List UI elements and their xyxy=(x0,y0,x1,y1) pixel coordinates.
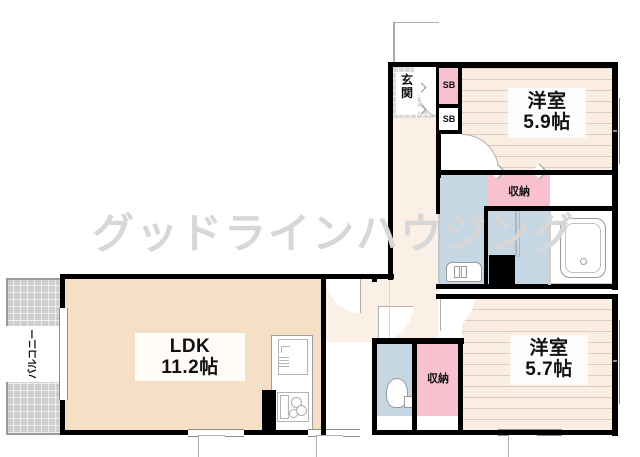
room-label-ldk: LDK 11.2帖 xyxy=(135,333,245,381)
utility-block xyxy=(489,255,515,285)
balcony-rail-bottom xyxy=(6,433,62,435)
fixture-toilet-bowl xyxy=(386,378,408,408)
genkan-char-2: 関 xyxy=(400,85,413,100)
entrance-door-leaf xyxy=(393,22,395,66)
wall-bedroom-south-top xyxy=(436,294,618,299)
kitchen-drainboard-line-2 xyxy=(279,360,289,361)
kitchen-faucet-spout xyxy=(281,346,290,347)
shoebox-upper-label: SB xyxy=(442,80,456,90)
room-label-genkan: 玄 関 xyxy=(396,72,418,114)
bedroom-south-size: 5.7帖 xyxy=(525,359,573,381)
wall-bathroom-right xyxy=(612,206,618,290)
wall-bedroom-south-right xyxy=(612,294,618,436)
genkan-char-1: 玄 xyxy=(400,73,413,87)
room-label-bedroom-south: 洋室 5.7帖 xyxy=(510,335,588,385)
kitchen-drainboard-line-1 xyxy=(279,357,289,358)
fixture-bathtub xyxy=(560,218,606,278)
bedroom-north-name: 洋室 xyxy=(527,91,567,112)
wall-hall-top-over-ldk xyxy=(326,274,394,279)
ldk-window-door-swing-right xyxy=(316,435,343,457)
kitchen-drainboard-line-3 xyxy=(279,363,289,364)
wall-washroom-bath-divider xyxy=(484,206,488,288)
storage-shoebox-lower xyxy=(438,108,460,130)
wall-bedroom-north-top xyxy=(458,62,618,68)
ldk-name: LDK xyxy=(169,336,211,357)
bathtub-inner-rim xyxy=(565,223,601,273)
entrance-door-swing xyxy=(394,22,439,67)
window-ldk-balcony xyxy=(59,308,68,400)
shoebox-wall-left xyxy=(436,64,439,134)
wall-bedroom-south-bottom xyxy=(372,430,618,435)
hall-sliding-track-left xyxy=(389,280,390,338)
window-bedroom-north-mullion xyxy=(613,130,617,132)
kitchen-drainboard-line-4 xyxy=(279,366,289,367)
storage-closet-north xyxy=(488,174,550,210)
shoebox-wall-mid xyxy=(436,104,462,108)
room-label-balcony: バルコニー xyxy=(2,326,66,382)
wall-hall-right-lower xyxy=(436,174,440,214)
wall-ldk-hall-divider xyxy=(321,274,326,435)
storage-shoebox-upper xyxy=(438,68,460,104)
washroom-left-edge xyxy=(438,212,440,284)
wall-bedroom-north-right xyxy=(612,62,618,210)
wall-genkan-top xyxy=(388,62,464,67)
shoebox-wall-right xyxy=(458,64,462,134)
ldk-size: 11.2帖 xyxy=(161,357,219,379)
wall-hall-left-upper xyxy=(388,62,393,280)
wall-hall-bottom xyxy=(372,338,464,344)
closet-north-label: 収納 xyxy=(508,186,530,198)
bedroom-south-balcony-door-swing xyxy=(508,434,537,457)
kitchen-column-block xyxy=(262,390,276,430)
wall-bedroom-north-bottom xyxy=(440,170,614,175)
bedroom-south-name: 洋室 xyxy=(529,338,569,359)
wall-unitbath-divider xyxy=(548,211,551,285)
storage-closet-south xyxy=(416,344,460,416)
wall-toilet-left xyxy=(372,340,377,432)
wall-bath-top xyxy=(484,206,616,211)
bath-partition-line-2 xyxy=(519,211,520,257)
wall-hall-right-upper xyxy=(436,130,441,178)
window-bedroom-south-mullion xyxy=(613,360,617,362)
ldk-window-door-swing-left xyxy=(198,435,225,457)
shoebox-wall-bottom xyxy=(436,130,462,134)
shoebox-lower-label: SB xyxy=(442,114,456,124)
bedroom-north-size: 5.9帖 xyxy=(523,112,571,134)
cooktop-burner-3 xyxy=(289,409,298,418)
bath-partition-line xyxy=(515,211,517,257)
balcony-rail-outer xyxy=(6,278,62,280)
room-label-bedroom-north: 洋室 5.9帖 xyxy=(508,88,586,138)
washbasin-faucet-icon xyxy=(454,266,460,278)
closet-south-label: 収納 xyxy=(427,373,449,385)
washbasin-tap-icon xyxy=(461,266,467,278)
wall-hall-stub-left xyxy=(372,274,377,282)
wall-toilet-closet-divider xyxy=(412,340,417,432)
wall-closet-south-right xyxy=(458,340,463,432)
wall-ldk-top xyxy=(60,274,326,279)
cooktop-grill xyxy=(280,395,289,419)
bathtub-drain-icon xyxy=(580,258,587,265)
kitchen-faucet-neck xyxy=(281,346,282,353)
wall-bath-bottom xyxy=(436,284,616,289)
